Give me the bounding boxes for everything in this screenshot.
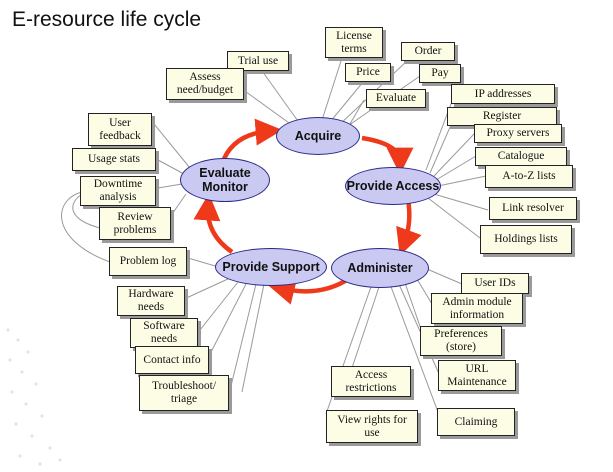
item-downtime-analysis: Downtime analysis (80, 176, 156, 206)
item-preferences-store: Preferences (store) (420, 326, 502, 356)
item-order: Order (401, 42, 455, 61)
item-trial-use: Trial use (227, 51, 289, 71)
item-access-restrictions: Access restrictions (331, 366, 411, 397)
item-troubleshoot-triage: Troubleshoot/ triage (139, 375, 229, 411)
item-holdings-lists-label: Holdings lists (494, 233, 558, 245)
item-admin-module-line1: Admin module (442, 295, 512, 308)
item-contact-info: Contact info (135, 346, 209, 374)
item-ip-addresses: IP addresses (451, 84, 555, 104)
item-software-line2: needs (150, 333, 178, 345)
arrow-acquire-to-access (361, 135, 414, 175)
item-user-feedback-line2: feedback (99, 129, 141, 142)
item-review-problems: Review problems (99, 207, 171, 240)
item-review-line2: problems (113, 223, 157, 236)
item-admin-module-line2: information (449, 308, 505, 321)
item-link-resolver: Link resolver (489, 197, 577, 220)
stage-acquire: Acquire (276, 117, 360, 155)
stage-monitor-label: Monitor (202, 180, 248, 194)
feedback-curves (61, 191, 111, 263)
item-hardware-line1: Hardware (128, 288, 174, 300)
item-url-line2: Maintenance (447, 375, 507, 388)
item-admin-module-information: Admin module information (431, 293, 523, 324)
item-access-restr-line2: restrictions (345, 381, 397, 394)
item-evaluate: Evaluate (366, 89, 426, 108)
item-register-label: Register (482, 110, 522, 122)
item-claiming: Claiming (437, 408, 515, 436)
item-software-line1: Software (143, 320, 185, 332)
item-user-ids: User IDs (461, 273, 529, 294)
item-holdings-lists: Holdings lists (480, 225, 572, 254)
item-license-terms: License terms (325, 27, 383, 58)
item-link-resolver-label: Link resolver (502, 202, 564, 214)
stage-administer: Administer (331, 248, 429, 288)
stage-provide-access: Provide Access (345, 167, 441, 205)
item-evaluate-label: Evaluate (375, 92, 417, 104)
item-view-rights-line1: View rights for (337, 413, 407, 426)
item-assess-need-budget: Assess need/budget (166, 68, 244, 100)
background-dots (6, 328, 62, 466)
item-url-maintenance: URL Maintenance (438, 360, 516, 391)
item-user-feedback: User feedback (88, 113, 152, 146)
item-preferences-line1: Preferences (434, 328, 488, 340)
item-troubleshoot-line1: Troubleshoot/ (151, 380, 217, 392)
item-register: Register (447, 107, 557, 126)
item-view-rights-for-use: View rights for use (326, 410, 418, 443)
item-user-ids-label: User IDs (474, 277, 516, 289)
item-license-line2: terms (341, 42, 367, 55)
item-claiming-label: Claiming (454, 415, 498, 428)
item-view-rights-line2: use (364, 426, 380, 439)
item-assess-line2: need/budget (176, 84, 234, 96)
item-catalogue: Catalogue (475, 147, 567, 166)
item-usage-stats-label: Usage stats (87, 153, 141, 165)
item-access-restr-line1: Access (354, 368, 388, 381)
item-proxy-servers: Proxy servers (474, 124, 562, 143)
item-problem-log: Problem log (109, 247, 187, 276)
item-software-needs: Software needs (130, 318, 198, 348)
item-order-label: Order (414, 45, 442, 57)
stage-evaluate-label: Evaluate (199, 166, 251, 180)
item-hardware-needs: Hardware needs (117, 286, 185, 316)
item-price: Price (345, 63, 391, 82)
item-review-line1: Review (117, 210, 153, 223)
item-pay-label: Pay (431, 67, 449, 79)
item-preferences-line2: (store) (445, 341, 476, 353)
item-problem-log-label: Problem log (119, 255, 177, 267)
item-a-to-z-lists: A-to-Z lists (485, 165, 573, 188)
stage-evaluate-monitor: Evaluate Monitor (180, 158, 270, 202)
item-user-feedback-line1: User (109, 116, 131, 129)
item-trial-use-label: Trial use (237, 54, 279, 67)
item-assess-line1: Assess (189, 71, 221, 83)
item-url-line1: URL (465, 362, 489, 375)
diagram-title: E-resource life cycle (12, 8, 202, 31)
arrow-support-to-evaluate (193, 193, 234, 254)
stage-provide-support-label: Provide Support (222, 260, 320, 274)
item-price-label: Price (356, 66, 380, 78)
item-troubleshoot-line2: triage (170, 393, 198, 405)
stage-administer-label: Administer (347, 261, 413, 275)
stage-provide-access-label: Provide Access (346, 179, 440, 193)
arrow-access-to-administer (396, 199, 422, 256)
item-downtime-line1: Downtime (93, 178, 143, 190)
stage-provide-support: Provide Support (215, 248, 327, 286)
item-pay: Pay (419, 64, 461, 83)
item-hardware-line2: needs (137, 301, 165, 313)
item-downtime-line2: analysis (99, 191, 137, 203)
item-license-line1: License (336, 29, 372, 42)
item-usage-stats: Usage stats (72, 148, 156, 171)
item-proxy-servers-label: Proxy servers (486, 127, 550, 139)
stage-acquire-label: Acquire (294, 129, 342, 143)
item-catalogue-label: Catalogue (497, 150, 545, 162)
item-ip-addresses-label: IP addresses (474, 87, 532, 100)
item-a-to-z-label: A-to-Z lists (502, 170, 556, 182)
item-contact-info-label: Contact info (143, 353, 201, 366)
